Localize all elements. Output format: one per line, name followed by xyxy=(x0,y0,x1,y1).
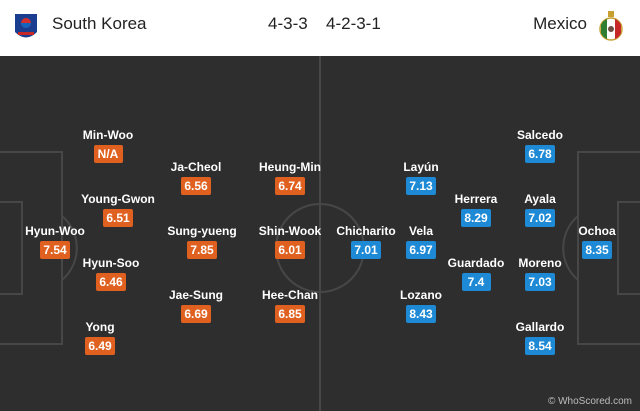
player-name: Hee-Chan xyxy=(261,288,318,302)
whoscored-credit: © WhoScored.com xyxy=(547,396,632,407)
home-player[interactable]: Young-Gwon 6.51 xyxy=(73,192,163,227)
player-name: Yong xyxy=(85,320,115,334)
home-player[interactable]: Jae-Sung 6.69 xyxy=(151,288,241,323)
away-formation: 4-2-3-1 xyxy=(326,14,381,33)
player-rating: 8.35 xyxy=(582,241,612,259)
player-rating: 6.97 xyxy=(406,241,436,259)
player-rating: 8.54 xyxy=(525,337,555,355)
player-rating: 7.85 xyxy=(187,241,217,259)
mexico-crest-icon xyxy=(599,11,623,41)
player-name: Hyun-Soo xyxy=(82,256,140,270)
player-rating: 7.01 xyxy=(351,241,381,259)
home-player[interactable]: Hyun-Woo 7.54 xyxy=(10,224,100,259)
player-rating: 6.78 xyxy=(525,145,555,163)
home-team-name: South Korea xyxy=(52,14,147,33)
player-rating: 6.74 xyxy=(275,177,305,195)
player-name: Chicharito xyxy=(336,224,396,238)
player-rating: 7.54 xyxy=(40,241,70,259)
home-formation: 4-3-3 xyxy=(268,14,308,33)
player-rating: 6.01 xyxy=(275,241,305,259)
player-name: Herrera xyxy=(454,192,498,206)
player-rating: 8.29 xyxy=(461,209,491,227)
player-name: Sung-yueng xyxy=(167,224,237,238)
player-name: Moreno xyxy=(518,256,562,270)
player-name: Lozano xyxy=(400,288,442,302)
player-name: Layún xyxy=(403,160,439,174)
player-rating: 6.69 xyxy=(181,305,211,323)
player-rating: 6.56 xyxy=(181,177,211,195)
away-player[interactable]: Ochoa 8.35 xyxy=(552,224,640,259)
player-name: Shin-Wook xyxy=(258,224,322,238)
player-name: Jae-Sung xyxy=(168,288,223,302)
away-player[interactable]: Herrera 8.29 xyxy=(431,192,521,227)
player-name: Vela xyxy=(408,224,434,238)
away-player[interactable]: Guardado 7.4 xyxy=(431,256,521,291)
home-player[interactable]: Yong 6.49 xyxy=(55,320,145,355)
player-rating: 6.49 xyxy=(85,337,115,355)
home-player[interactable]: Sung-yueng 7.85 xyxy=(157,224,247,259)
korea-crest-icon xyxy=(15,14,37,38)
player-name: Hyun-Woo xyxy=(25,224,85,238)
home-player[interactable]: Hyun-Soo 6.46 xyxy=(66,256,156,291)
home-player[interactable]: Shin-Wook 6.01 xyxy=(245,224,335,259)
away-player[interactable]: Vela 6.97 xyxy=(376,224,466,259)
away-player[interactable]: Salcedo 6.78 xyxy=(495,128,585,163)
player-rating: N/A xyxy=(93,145,123,163)
away-player[interactable]: Chicharito 7.01 xyxy=(321,224,411,259)
player-rating: 6.85 xyxy=(275,305,305,323)
player-rating: 6.46 xyxy=(96,273,126,291)
away-player[interactable]: Lozano 8.43 xyxy=(376,288,466,323)
player-name: Salcedo xyxy=(516,128,564,142)
away-player[interactable]: Moreno 7.03 xyxy=(495,256,585,291)
player-rating: 7.02 xyxy=(525,209,555,227)
home-player[interactable]: Hee-Chan 6.85 xyxy=(245,288,335,323)
player-rating: 7.4 xyxy=(461,273,491,291)
home-player[interactable]: Ja-Cheol 6.56 xyxy=(151,160,241,195)
home-player[interactable]: Heung-Min 6.74 xyxy=(245,160,335,195)
away-player[interactable]: Layún 7.13 xyxy=(376,160,466,195)
away-player[interactable]: Ayala 7.02 xyxy=(495,192,585,227)
player-rating: 6.51 xyxy=(103,209,133,227)
player-name: Gallardo xyxy=(515,320,565,334)
player-name: Min-Woo xyxy=(82,128,134,142)
away-player[interactable]: Gallardo 8.54 xyxy=(495,320,585,355)
player-name: Ayala xyxy=(524,192,556,206)
match-header: South Korea 4-3-3 4-2-3-1 Mexico xyxy=(0,0,640,56)
player-name: Heung-Min xyxy=(259,160,321,174)
player-name: Ochoa xyxy=(578,224,616,238)
player-rating: 7.03 xyxy=(525,273,555,291)
player-name: Guardado xyxy=(447,256,505,270)
player-name: Young-Gwon xyxy=(81,192,155,206)
player-name: Ja-Cheol xyxy=(170,160,222,174)
player-rating: 7.13 xyxy=(406,177,436,195)
player-rating: 8.43 xyxy=(406,305,436,323)
away-team-name: Mexico xyxy=(533,14,587,33)
